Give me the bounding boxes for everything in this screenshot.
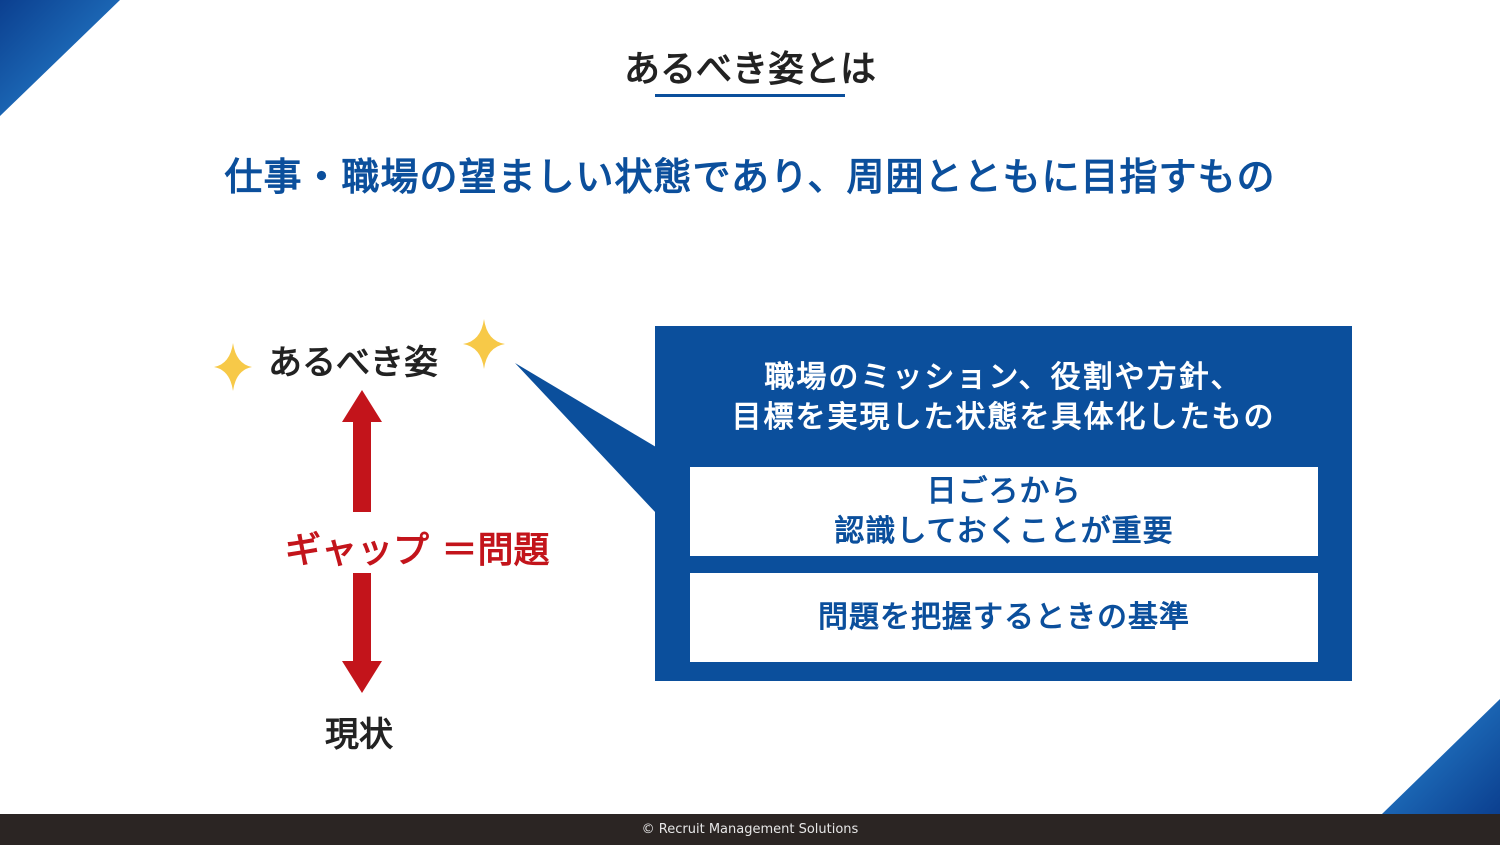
- ideal-state-label: あるべき姿: [268, 343, 438, 383]
- down-arrow-icon: [342, 573, 382, 693]
- current-state-label: 現状: [325, 715, 393, 755]
- callout-heading: 職場のミッション、役割や方針、 目標を実現した状態を具体化したもの: [655, 358, 1352, 438]
- note-box-awareness-line2: 認識しておくことが重要: [834, 513, 1174, 549]
- note-box-criteria: 問題を把握するときの基準: [690, 573, 1318, 662]
- footer-copyright: © Recruit Management Solutions: [0, 814, 1500, 845]
- callout-heading-line2: 目標を実現した状態を具体化したもの: [731, 400, 1276, 435]
- gap-label: ギャップ ＝問題: [285, 530, 550, 571]
- corner-decoration-bottom-right: [1382, 699, 1500, 814]
- subtitle: 仕事・職場の望ましい状態であり、周囲とともに目指すもの: [224, 155, 1276, 199]
- sparkle-icon-right: [463, 319, 505, 369]
- slide-title: あるべき姿とは: [623, 49, 876, 90]
- sparkle-icon-left: [214, 343, 252, 391]
- note-box-awareness: 日ごろから 認識しておくことが重要: [690, 467, 1318, 556]
- up-arrow-icon: [342, 390, 382, 512]
- callout-pointer: [515, 363, 656, 513]
- title-underline: [655, 94, 845, 97]
- note-box-criteria-text: 問題を把握するときの基準: [818, 599, 1190, 635]
- note-box-awareness-line1: 日ごろから: [926, 473, 1082, 509]
- callout-box: 職場のミッション、役割や方針、 目標を実現した状態を具体化したもの 日ごろから …: [655, 326, 1352, 681]
- callout-heading-line1: 職場のミッション、役割や方針、: [764, 360, 1243, 395]
